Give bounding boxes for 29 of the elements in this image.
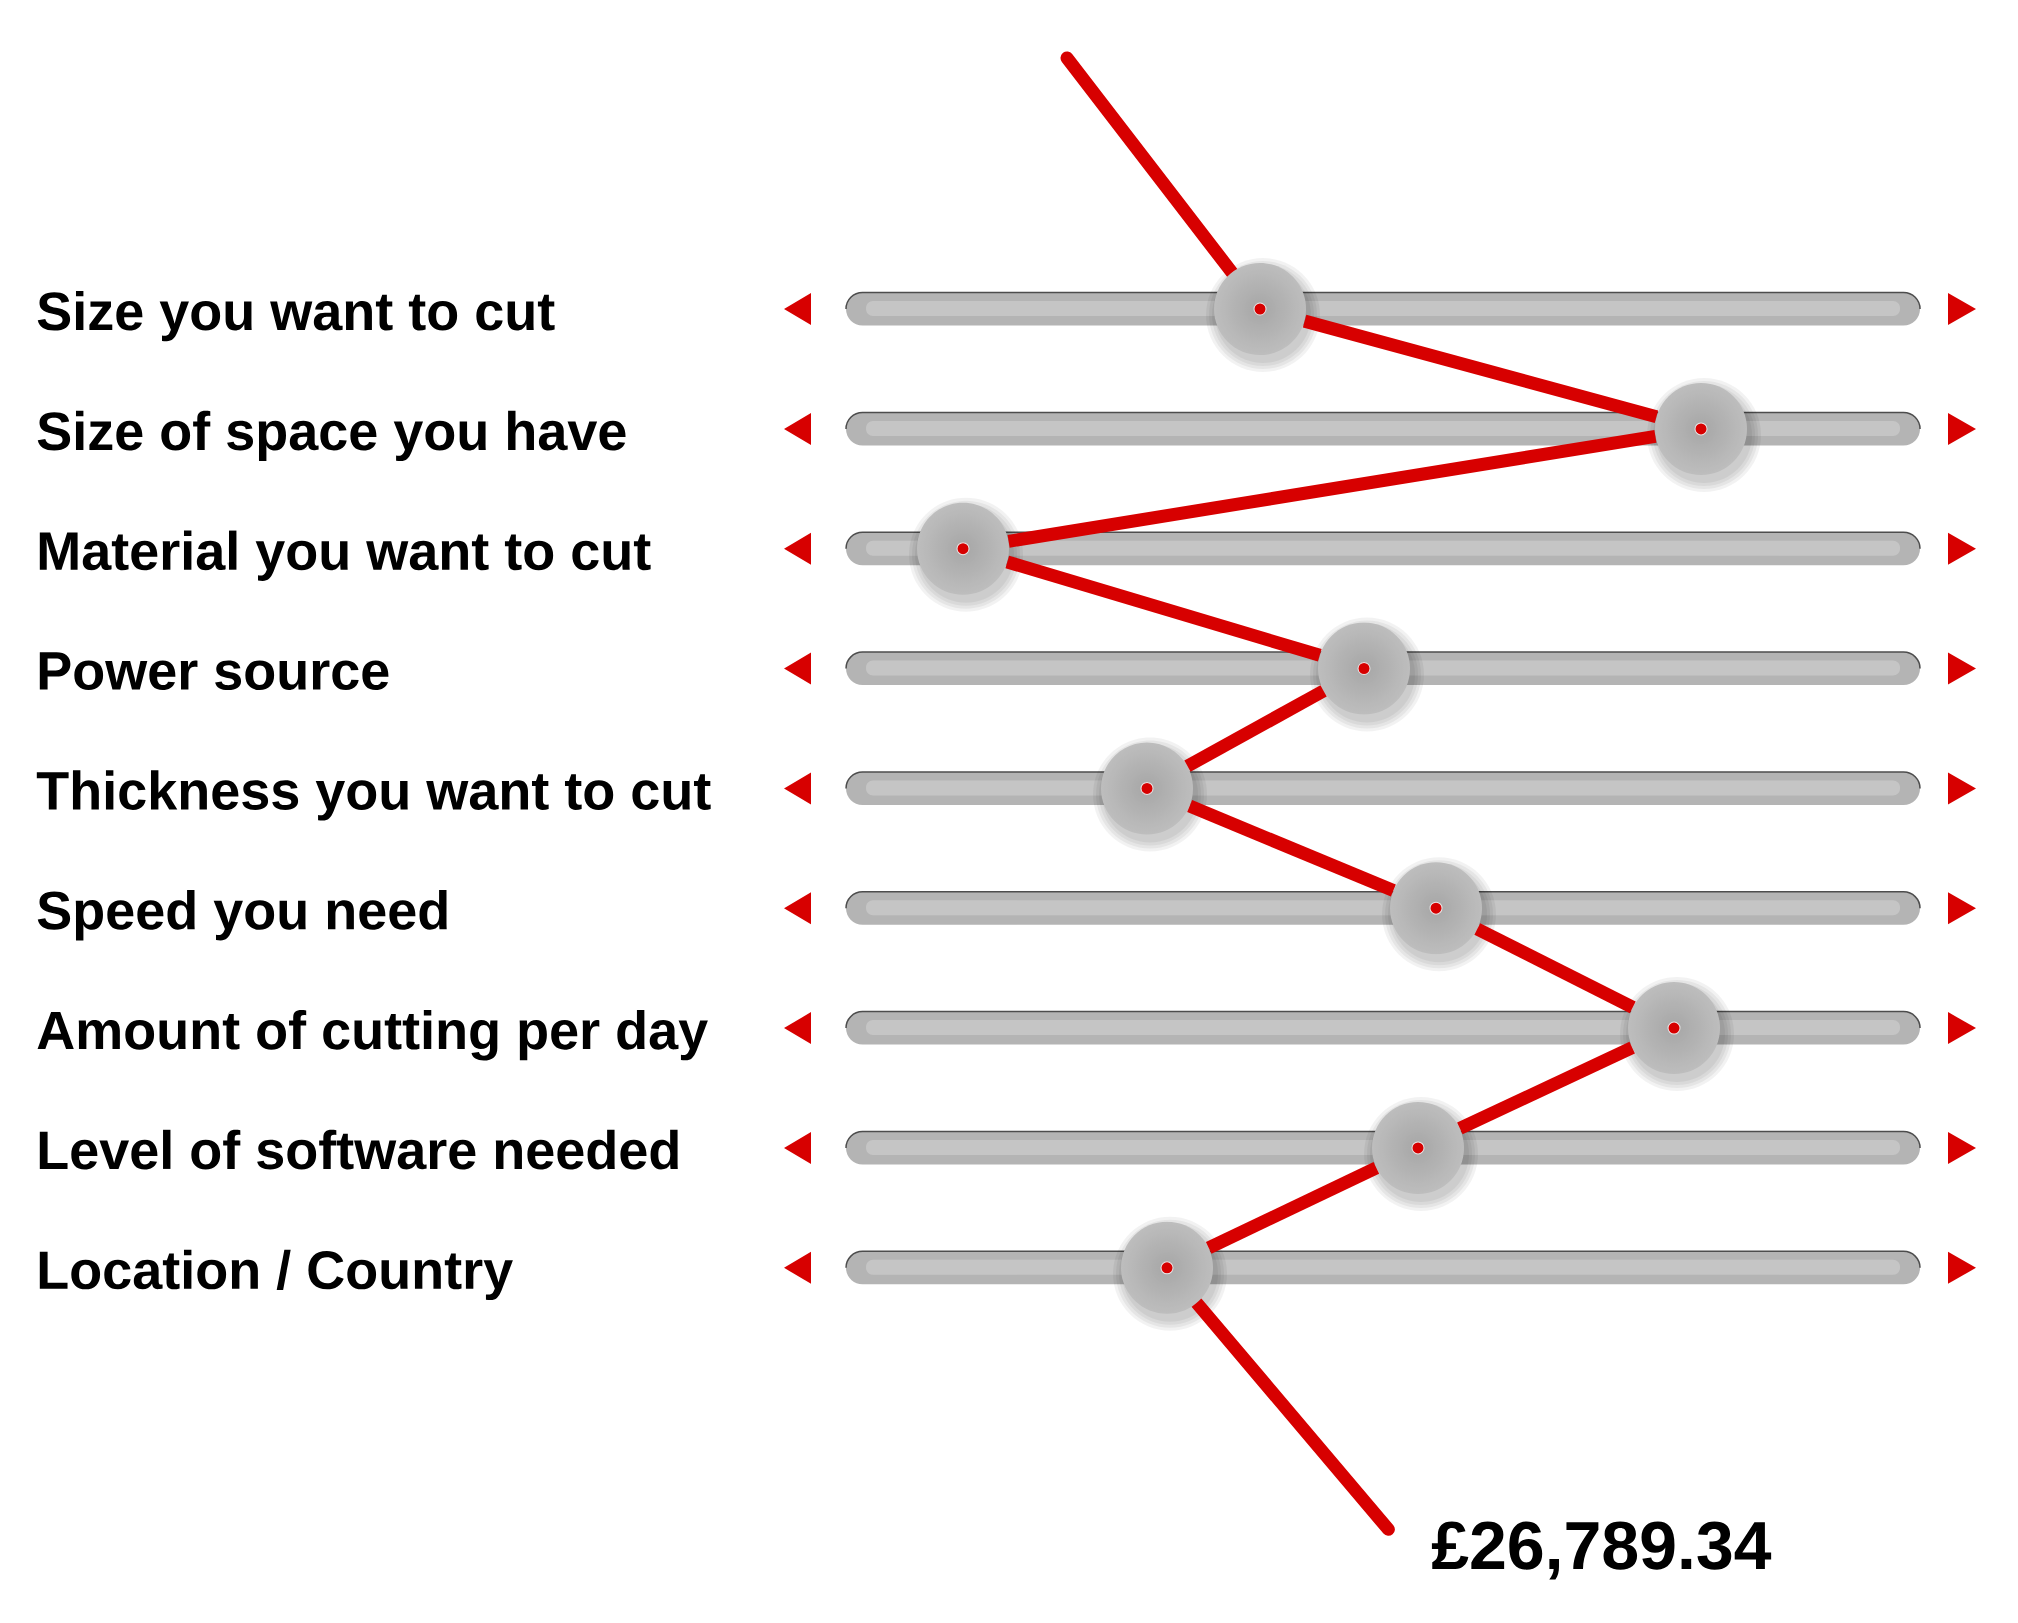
- connector-line: [1187, 800, 1396, 897]
- connector-line: [1474, 923, 1636, 1014]
- slider-knob: [1206, 258, 1320, 372]
- slider-knob: [909, 497, 1023, 612]
- slider-knob: [1093, 737, 1207, 852]
- slider-knob: [1620, 977, 1734, 1092]
- slider-knob: [1382, 857, 1496, 972]
- slider-label: Thickness you want to cut: [36, 770, 711, 821]
- price-text: £26,789.34: [1431, 1521, 1772, 1580]
- connector-line: [1190, 1296, 1395, 1536]
- slider-label: Amount of cutting per day: [37, 1010, 708, 1061]
- connector-line: [1005, 555, 1322, 662]
- connector-line: [1302, 314, 1659, 424]
- slider-label: Size of space you have: [37, 410, 626, 462]
- slider-label: Level of software needed: [39, 1129, 678, 1170]
- slider-label: Speed you need: [37, 890, 447, 941]
- slider-label: Power source: [39, 652, 389, 691]
- slider-knob: [1647, 377, 1761, 492]
- slider-knob: [1364, 1096, 1478, 1211]
- slider-knob: [1310, 617, 1424, 732]
- connector-line: [1457, 1041, 1635, 1135]
- connector-line: [1205, 1161, 1380, 1254]
- slider-knob: [1113, 1216, 1227, 1331]
- slider-label: Size you want to cut: [37, 290, 555, 342]
- slider-label: Material you want to cut: [39, 530, 651, 581]
- connector-line: [1184, 685, 1327, 772]
- connector-line: [1060, 51, 1239, 279]
- slider-label: Location / Country: [39, 1249, 513, 1300]
- connector-line: [1007, 429, 1657, 548]
